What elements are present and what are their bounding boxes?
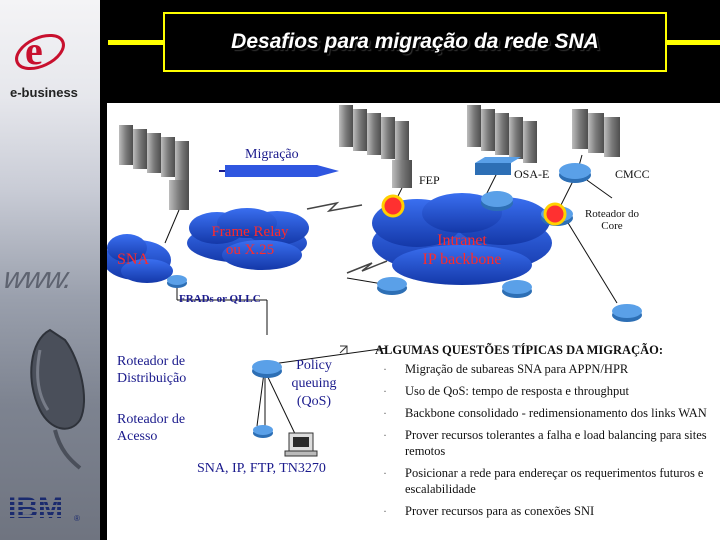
fep-box-left-icon [169, 180, 189, 210]
title-rule-right [667, 40, 720, 45]
page-title: Desafios para migração da rede SNA [231, 30, 599, 54]
intranet-line2: IP backbone [407, 250, 517, 269]
mainframe-center-icon [339, 105, 409, 163]
mainframe-right-icon [467, 105, 537, 163]
router-access-icon [253, 425, 273, 438]
router-fep-icon [481, 191, 513, 211]
list-item: Prover recursos tolerantes a falha e loa… [375, 427, 720, 459]
sidebar-branding: e e-business www. IBM ® [0, 0, 100, 540]
roteador-distribuicao-line2: Distribuição [117, 370, 186, 387]
e-business-logo-icon: e [12, 24, 68, 80]
www-watermark: www. [1, 262, 75, 296]
policy-label: Policy queuing (QoS) [279, 357, 349, 411]
policy-line2: queuing [279, 375, 349, 393]
mouse-icon [20, 320, 90, 470]
router-distribution-icon [252, 360, 282, 378]
fep-box-right-icon [392, 160, 412, 188]
list-item: Backbone consolidado - redimensionamento… [375, 405, 720, 421]
ibm-logo: IBM [8, 492, 63, 526]
router-core-top-icon [559, 163, 591, 183]
frame-relay-line2: ou X.25 [200, 241, 300, 259]
router-center-bottom-icon [502, 280, 532, 298]
questions-list: Migração de subareas SNA para APPN/HPR U… [375, 361, 720, 519]
frads-label: FRADs or QLLC [179, 293, 261, 305]
frame-relay-label: Frame Relay ou X.25 [200, 223, 300, 259]
list-item: Migração de subareas SNA para APPN/HPR [375, 361, 720, 377]
mainframe-far-right-icon [572, 109, 620, 157]
roteador-distribuicao-line1: Roteador de [117, 353, 186, 370]
title-box: Desafios para migração da rede SNA [163, 12, 667, 72]
questions-header: ALGUMAS QUESTÕES TÍPICAS DA MIGRAÇÃO: [375, 343, 720, 358]
router-intranet-left-icon [377, 277, 407, 295]
migration-arrow-icon [219, 165, 339, 177]
router-right-icon [612, 304, 642, 322]
policy-line1: Policy [279, 357, 349, 375]
list-item: Posicionar a rede para endereçar os requ… [375, 465, 720, 497]
router-fep-highlight-icon [383, 196, 403, 216]
policy-line3: (QoS) [279, 393, 349, 411]
sna-label: SNA [117, 251, 149, 269]
list-item: Prover recursos para as conexões SNI [375, 503, 720, 519]
roteador-acesso-line1: Roteador de [117, 411, 185, 428]
roteador-core-line2: Core [581, 220, 643, 232]
corner-marker-icon [340, 346, 347, 353]
e-business-label: e-business [10, 85, 78, 100]
terminal-icon [285, 433, 317, 456]
cmcc-label: CMCC [615, 167, 650, 182]
list-item: Uso de QoS: tempo de resposta e throughp… [375, 383, 720, 399]
frame-relay-line1: Frame Relay [200, 223, 300, 241]
intranet-line1: Intranet [407, 231, 517, 250]
mainframe-left-icon [119, 125, 189, 181]
roteador-core-label: Roteador do Core [581, 208, 643, 232]
roteador-distribuicao-label: Roteador de Distribuição [117, 353, 186, 387]
roteador-acesso-line2: Acesso [117, 428, 185, 445]
osa-e-label: OSA-E [514, 167, 549, 182]
roteador-acesso-label: Roteador de Acesso [117, 411, 185, 445]
svg-text:e: e [25, 28, 43, 73]
migracao-label: Migração [245, 147, 299, 163]
intranet-label: Intranet IP backbone [407, 231, 517, 269]
router-core-highlight-icon [545, 204, 565, 224]
title-rule-left [108, 40, 163, 45]
protocols-label: SNA, IP, FTP, TN3270 [197, 461, 326, 477]
migration-questions: ALGUMAS QUESTÕES TÍPICAS DA MIGRAÇÃO: Mi… [375, 343, 720, 525]
ibm-registered-mark: ® [74, 514, 80, 523]
roteador-core-line1: Roteador do [581, 208, 643, 220]
fep-label: FEP [419, 173, 440, 188]
router-frads-icon [167, 275, 187, 288]
